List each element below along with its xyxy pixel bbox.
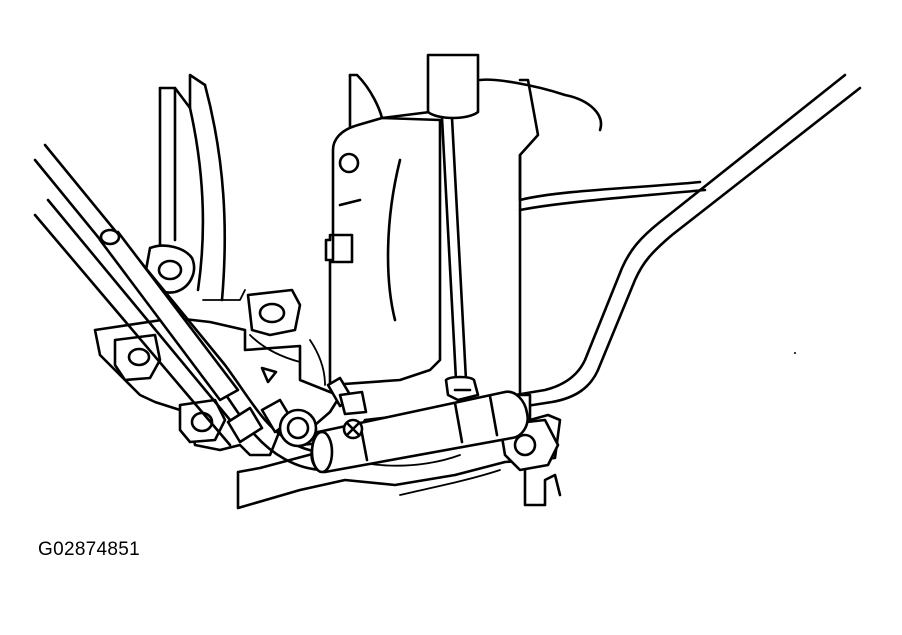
speed-sensor-body bbox=[310, 376, 529, 474]
cable-harness bbox=[513, 73, 862, 409]
speck bbox=[794, 352, 796, 354]
hydraulic-line bbox=[33, 143, 347, 472]
probe-tool bbox=[426, 53, 480, 402]
figure-code: G02874851 bbox=[38, 539, 141, 560]
sensor-bracket bbox=[324, 116, 442, 387]
transmission-case bbox=[158, 73, 707, 402]
